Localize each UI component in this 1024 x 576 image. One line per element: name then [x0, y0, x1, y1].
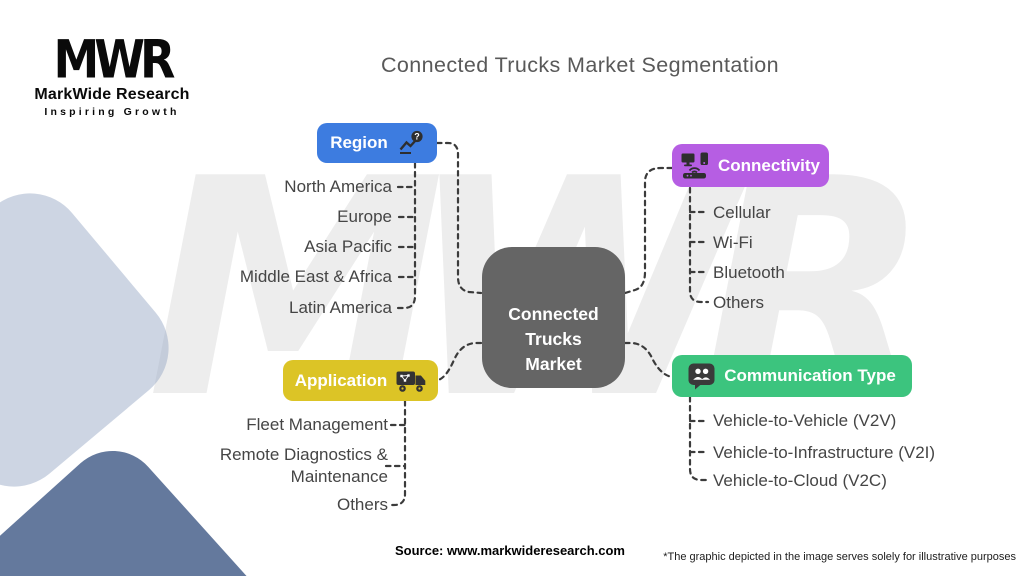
- central-node-connected-trucks-market: Connected Trucks Market: [482, 247, 625, 388]
- connector-application-to-center: [436, 341, 483, 382]
- connector-commtype-to-center: [623, 341, 674, 379]
- segment-node-label: Communication Type: [724, 366, 896, 385]
- application-item: Others: [336, 495, 388, 514]
- communication-type-item: Vehicle-to-Cloud (V2C): [713, 471, 887, 490]
- region-item: North America: [284, 177, 392, 196]
- segment-node-communication-type: Communication Type: [672, 355, 912, 397]
- segment-node-connectivity: Connectivity: [672, 144, 829, 187]
- application-item: Fleet Management: [246, 415, 388, 434]
- application-item: Remote Diagnostics & Maintenance: [219, 445, 388, 486]
- connected-devices-icon: [681, 152, 709, 179]
- connectivity-item: Bluetooth: [713, 263, 785, 282]
- connector-application-list: [384, 399, 407, 507]
- svg-text:?: ?: [414, 131, 420, 141]
- markwide-logo: MWR MarkWide Research Inspiring Growth: [28, 30, 196, 118]
- communication-type-item: Vehicle-to-Infrastructure (V2I): [713, 443, 936, 462]
- connector-connectivity-list: [688, 186, 710, 304]
- central-node-label-line: Market: [525, 354, 582, 374]
- central-node-label-line: Connected: [508, 304, 599, 324]
- region-item: Middle East & Africa: [239, 267, 392, 286]
- segment-node-label: Region: [330, 133, 388, 152]
- segment-node-region: Region ?: [317, 123, 437, 163]
- central-node-label-line: Trucks: [525, 329, 582, 349]
- page-title: Connected Trucks Market Segmentation: [380, 53, 779, 77]
- segment-node-application: Application: [283, 360, 438, 401]
- connectivity-item: Wi-Fi: [713, 233, 753, 252]
- disclaimer-note: *The graphic depicted in the image serve…: [663, 551, 1016, 563]
- connectivity-item: Cellular: [713, 203, 771, 222]
- chat-people-icon: [688, 363, 715, 390]
- region-item: Latin America: [289, 298, 392, 317]
- connector-region-list: [395, 161, 417, 310]
- connector-connectivity-to-center: [623, 166, 674, 295]
- connected-truck-icon: [396, 369, 426, 393]
- connectivity-item: Others: [713, 293, 765, 312]
- connector-region-to-center: [435, 141, 483, 295]
- logo-mark: MWR: [53, 27, 176, 91]
- segment-node-label: Connectivity: [717, 155, 821, 175]
- region-item: Asia Pacific: [304, 237, 392, 256]
- chart-question-icon: ?: [397, 130, 424, 157]
- source-note: Source: www.markwideresearch.com: [394, 543, 625, 558]
- logo-tagline: Inspiring Growth: [44, 106, 180, 118]
- region-item: Europe: [337, 207, 392, 226]
- connector-commtype-list: [688, 395, 710, 482]
- communication-type-item: Vehicle-to-Vehicle (V2V): [713, 411, 897, 430]
- segment-node-label: Application: [294, 370, 388, 390]
- logo-name: MarkWide Research: [34, 86, 190, 103]
